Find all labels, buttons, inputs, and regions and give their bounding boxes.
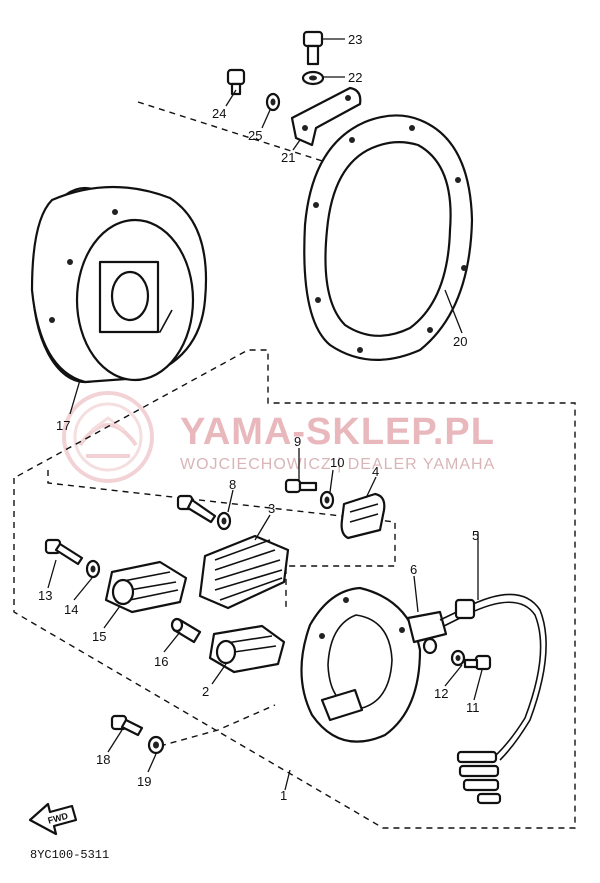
washer-8 bbox=[216, 511, 232, 531]
bolt-23 bbox=[302, 30, 324, 66]
coil-4 bbox=[340, 492, 386, 540]
callout-6: 6 bbox=[410, 562, 417, 577]
callout-5: 5 bbox=[472, 528, 479, 543]
callout-22: 22 bbox=[348, 70, 362, 85]
watermark-title: YAMA-SKLEP.PL bbox=[180, 411, 495, 453]
stator-assembly-boundary bbox=[13, 349, 576, 829]
callout-23: 23 bbox=[348, 32, 362, 47]
callout-17: 17 bbox=[56, 418, 70, 433]
washer-19 bbox=[147, 735, 165, 755]
watermark: YAMA-SKLEP.PL WOJCIECHOWICZ | DEALER YAM… bbox=[62, 391, 495, 483]
callout-19: 19 bbox=[137, 774, 151, 789]
cover-gasket-ring bbox=[303, 114, 474, 361]
callout-14: 14 bbox=[64, 602, 78, 617]
callout-3: 3 bbox=[268, 501, 275, 516]
grommet-6 bbox=[406, 610, 448, 655]
leader-lines bbox=[47, 38, 483, 791]
callout-9: 9 bbox=[294, 434, 301, 449]
bolt-24 bbox=[226, 68, 246, 96]
stator-base-plate bbox=[300, 586, 422, 743]
callout-24: 24 bbox=[212, 106, 226, 121]
watermark-subtitle: WOJCIECHOWICZ | DEALER YAMAHA bbox=[180, 456, 495, 473]
callout-numbers: 23 22 24 25 21 20 17 9 10 4 8 3 5 6 13 1… bbox=[38, 32, 480, 803]
flywheel-rotor bbox=[30, 185, 208, 384]
callout-15: 15 bbox=[92, 629, 106, 644]
callout-11: 11 bbox=[466, 700, 480, 715]
coil-15 bbox=[104, 560, 188, 614]
callout-18: 18 bbox=[96, 752, 110, 767]
washer-12 bbox=[450, 649, 466, 667]
callout-8: 8 bbox=[229, 477, 236, 492]
callout-20: 20 bbox=[453, 334, 467, 349]
callout-2: 2 bbox=[202, 684, 209, 699]
screw-19-line bbox=[159, 704, 276, 747]
callout-13: 13 bbox=[38, 588, 52, 603]
callout-16: 16 bbox=[154, 654, 168, 669]
screw-13 bbox=[44, 538, 84, 566]
callout-25: 25 bbox=[248, 128, 262, 143]
wire-harness-5 bbox=[439, 593, 547, 805]
watermark-logo bbox=[62, 391, 154, 483]
callout-12: 12 bbox=[434, 686, 448, 701]
callout-21: 21 bbox=[281, 150, 295, 165]
washer-10 bbox=[319, 490, 335, 510]
washer-22 bbox=[301, 70, 325, 86]
callout-1: 1 bbox=[280, 788, 287, 803]
diagram-code: 8YC100-5311 bbox=[30, 848, 109, 862]
charging-coil-3 bbox=[198, 534, 290, 610]
screw-7 bbox=[176, 494, 217, 524]
pickup-coil-2 bbox=[208, 624, 286, 674]
screw-18 bbox=[110, 714, 144, 737]
wire-connectors bbox=[456, 750, 502, 805]
washer-14 bbox=[85, 559, 101, 579]
spacer-16 bbox=[170, 617, 202, 644]
screw-9 bbox=[284, 478, 318, 494]
screw-11 bbox=[463, 654, 492, 671]
forward-arrow: FWD bbox=[28, 802, 78, 836]
cable-bracket bbox=[290, 86, 362, 147]
callout-10: 10 bbox=[330, 455, 344, 470]
washer-25 bbox=[265, 92, 281, 112]
callout-4: 4 bbox=[372, 464, 379, 479]
